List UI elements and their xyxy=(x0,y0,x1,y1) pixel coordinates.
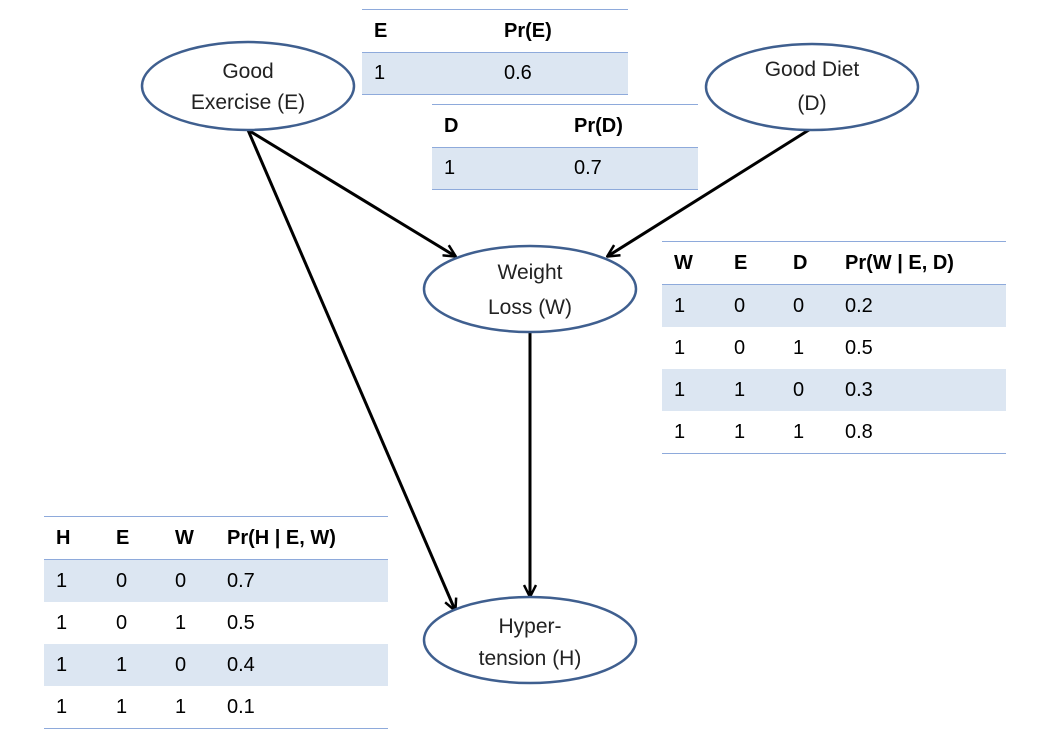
table-pr-w-header: W xyxy=(662,241,722,285)
table-cell: 0 xyxy=(722,284,781,327)
table-pr-w-header: E xyxy=(722,241,781,285)
table-cell: 1 xyxy=(362,52,492,95)
table-cell: 0 xyxy=(104,559,163,602)
table-cell: 0 xyxy=(163,644,215,686)
table-cell: 0.8 xyxy=(833,411,1006,454)
table-pr-w-header: Pr(W | E, D) xyxy=(833,241,1006,285)
table-row: 1 0 1 0.5 xyxy=(44,602,388,644)
table-pr-w-given-e-d: W E D Pr(W | E, D) 1 0 0 0.2 1 0 1 0.5 1… xyxy=(662,241,1006,454)
table-cell: 1 xyxy=(432,147,562,190)
node-weight-loss-line1: Weight xyxy=(498,261,563,284)
table-row: 1 0.6 xyxy=(362,52,628,95)
node-good-diet-line1: Good Diet xyxy=(765,58,860,81)
table-cell: 0 xyxy=(734,336,746,359)
table-pr-e-header: Pr(E) xyxy=(492,9,628,53)
table-cell: 1 xyxy=(722,369,781,411)
table-cell: 1 xyxy=(662,284,722,327)
table-cell: 1 xyxy=(674,336,686,359)
table-cell: 1 xyxy=(175,611,187,634)
table-cell: 0 xyxy=(781,369,833,411)
table-cell: 1 xyxy=(104,644,163,686)
node-weight-loss: Weight Loss (W) xyxy=(422,244,638,334)
table-pr-d: D Pr(D) 1 0.7 xyxy=(432,104,698,190)
table-cell: 0.7 xyxy=(562,147,698,190)
edge-exercise-to-hypertension xyxy=(246,129,455,610)
table-cell: 1 xyxy=(44,686,104,729)
table-pr-h-header: Pr(H | E, W) xyxy=(215,516,388,560)
table-cell: 0.4 xyxy=(215,644,388,686)
edge-diet-to-weight xyxy=(608,126,813,256)
node-good-exercise-line1: Good xyxy=(222,60,273,83)
table-cell: 1 xyxy=(44,644,104,686)
table-pr-h-header: H xyxy=(44,516,104,560)
table-row: 1 1 1 0.8 xyxy=(662,411,1006,454)
table-pr-h-header: E xyxy=(104,516,163,560)
table-row: 1 0 1 0.5 xyxy=(662,327,1006,369)
table-cell: 1 xyxy=(781,411,833,454)
table-cell: 0.6 xyxy=(492,52,628,95)
table-cell: 0.1 xyxy=(215,686,388,729)
node-weight-loss-line2: Loss (W) xyxy=(488,296,572,319)
table-row: 1 1 1 0.1 xyxy=(44,686,388,729)
table-cell: 1 xyxy=(56,611,68,634)
table-cell: 0 xyxy=(163,559,215,602)
node-good-exercise-line2: Exercise (E) xyxy=(191,91,305,114)
table-pr-w-header: D xyxy=(781,241,833,285)
table-cell: 0.7 xyxy=(215,559,388,602)
node-hypertension: Hyper- tension (H) xyxy=(422,595,638,685)
table-cell: 0 xyxy=(116,611,128,634)
table-row: 1 0 0 0.7 xyxy=(44,559,388,602)
edge-exercise-to-weight xyxy=(247,128,455,256)
table-cell: 1 xyxy=(722,411,781,454)
table-cell: 0.5 xyxy=(845,336,873,359)
table-pr-h-header: W xyxy=(163,516,215,560)
table-cell: 0.2 xyxy=(833,284,1006,327)
table-pr-d-header: Pr(D) xyxy=(562,104,698,148)
table-pr-h-given-e-w: H E W Pr(H | E, W) 1 0 0 0.7 1 0 1 0.5 1… xyxy=(44,516,388,729)
node-hypertension-line2: tension (H) xyxy=(479,647,582,670)
table-cell: 0.5 xyxy=(227,611,255,634)
table-row: 1 1 0 0.3 xyxy=(662,369,1006,411)
table-cell: 1 xyxy=(163,686,215,729)
node-good-diet-line2: (D) xyxy=(797,92,826,115)
node-hypertension-line1: Hyper- xyxy=(498,615,561,638)
table-cell: 1 xyxy=(793,336,805,359)
table-cell: 0 xyxy=(781,284,833,327)
table-cell: 1 xyxy=(44,559,104,602)
node-good-exercise: Good Exercise (E) xyxy=(140,40,356,132)
table-row: 1 1 0 0.4 xyxy=(44,644,388,686)
table-row: 1 0 0 0.2 xyxy=(662,284,1006,327)
table-cell: 1 xyxy=(662,411,722,454)
table-cell: 0.3 xyxy=(833,369,1006,411)
table-cell: 1 xyxy=(662,369,722,411)
table-pr-e-header: E xyxy=(362,9,492,53)
node-good-diet: Good Diet (D) xyxy=(704,42,920,132)
table-row: 1 0.7 xyxy=(432,147,698,190)
table-cell: 1 xyxy=(104,686,163,729)
table-pr-d-header: D xyxy=(432,104,562,148)
table-pr-e: E Pr(E) 1 0.6 xyxy=(362,9,628,95)
